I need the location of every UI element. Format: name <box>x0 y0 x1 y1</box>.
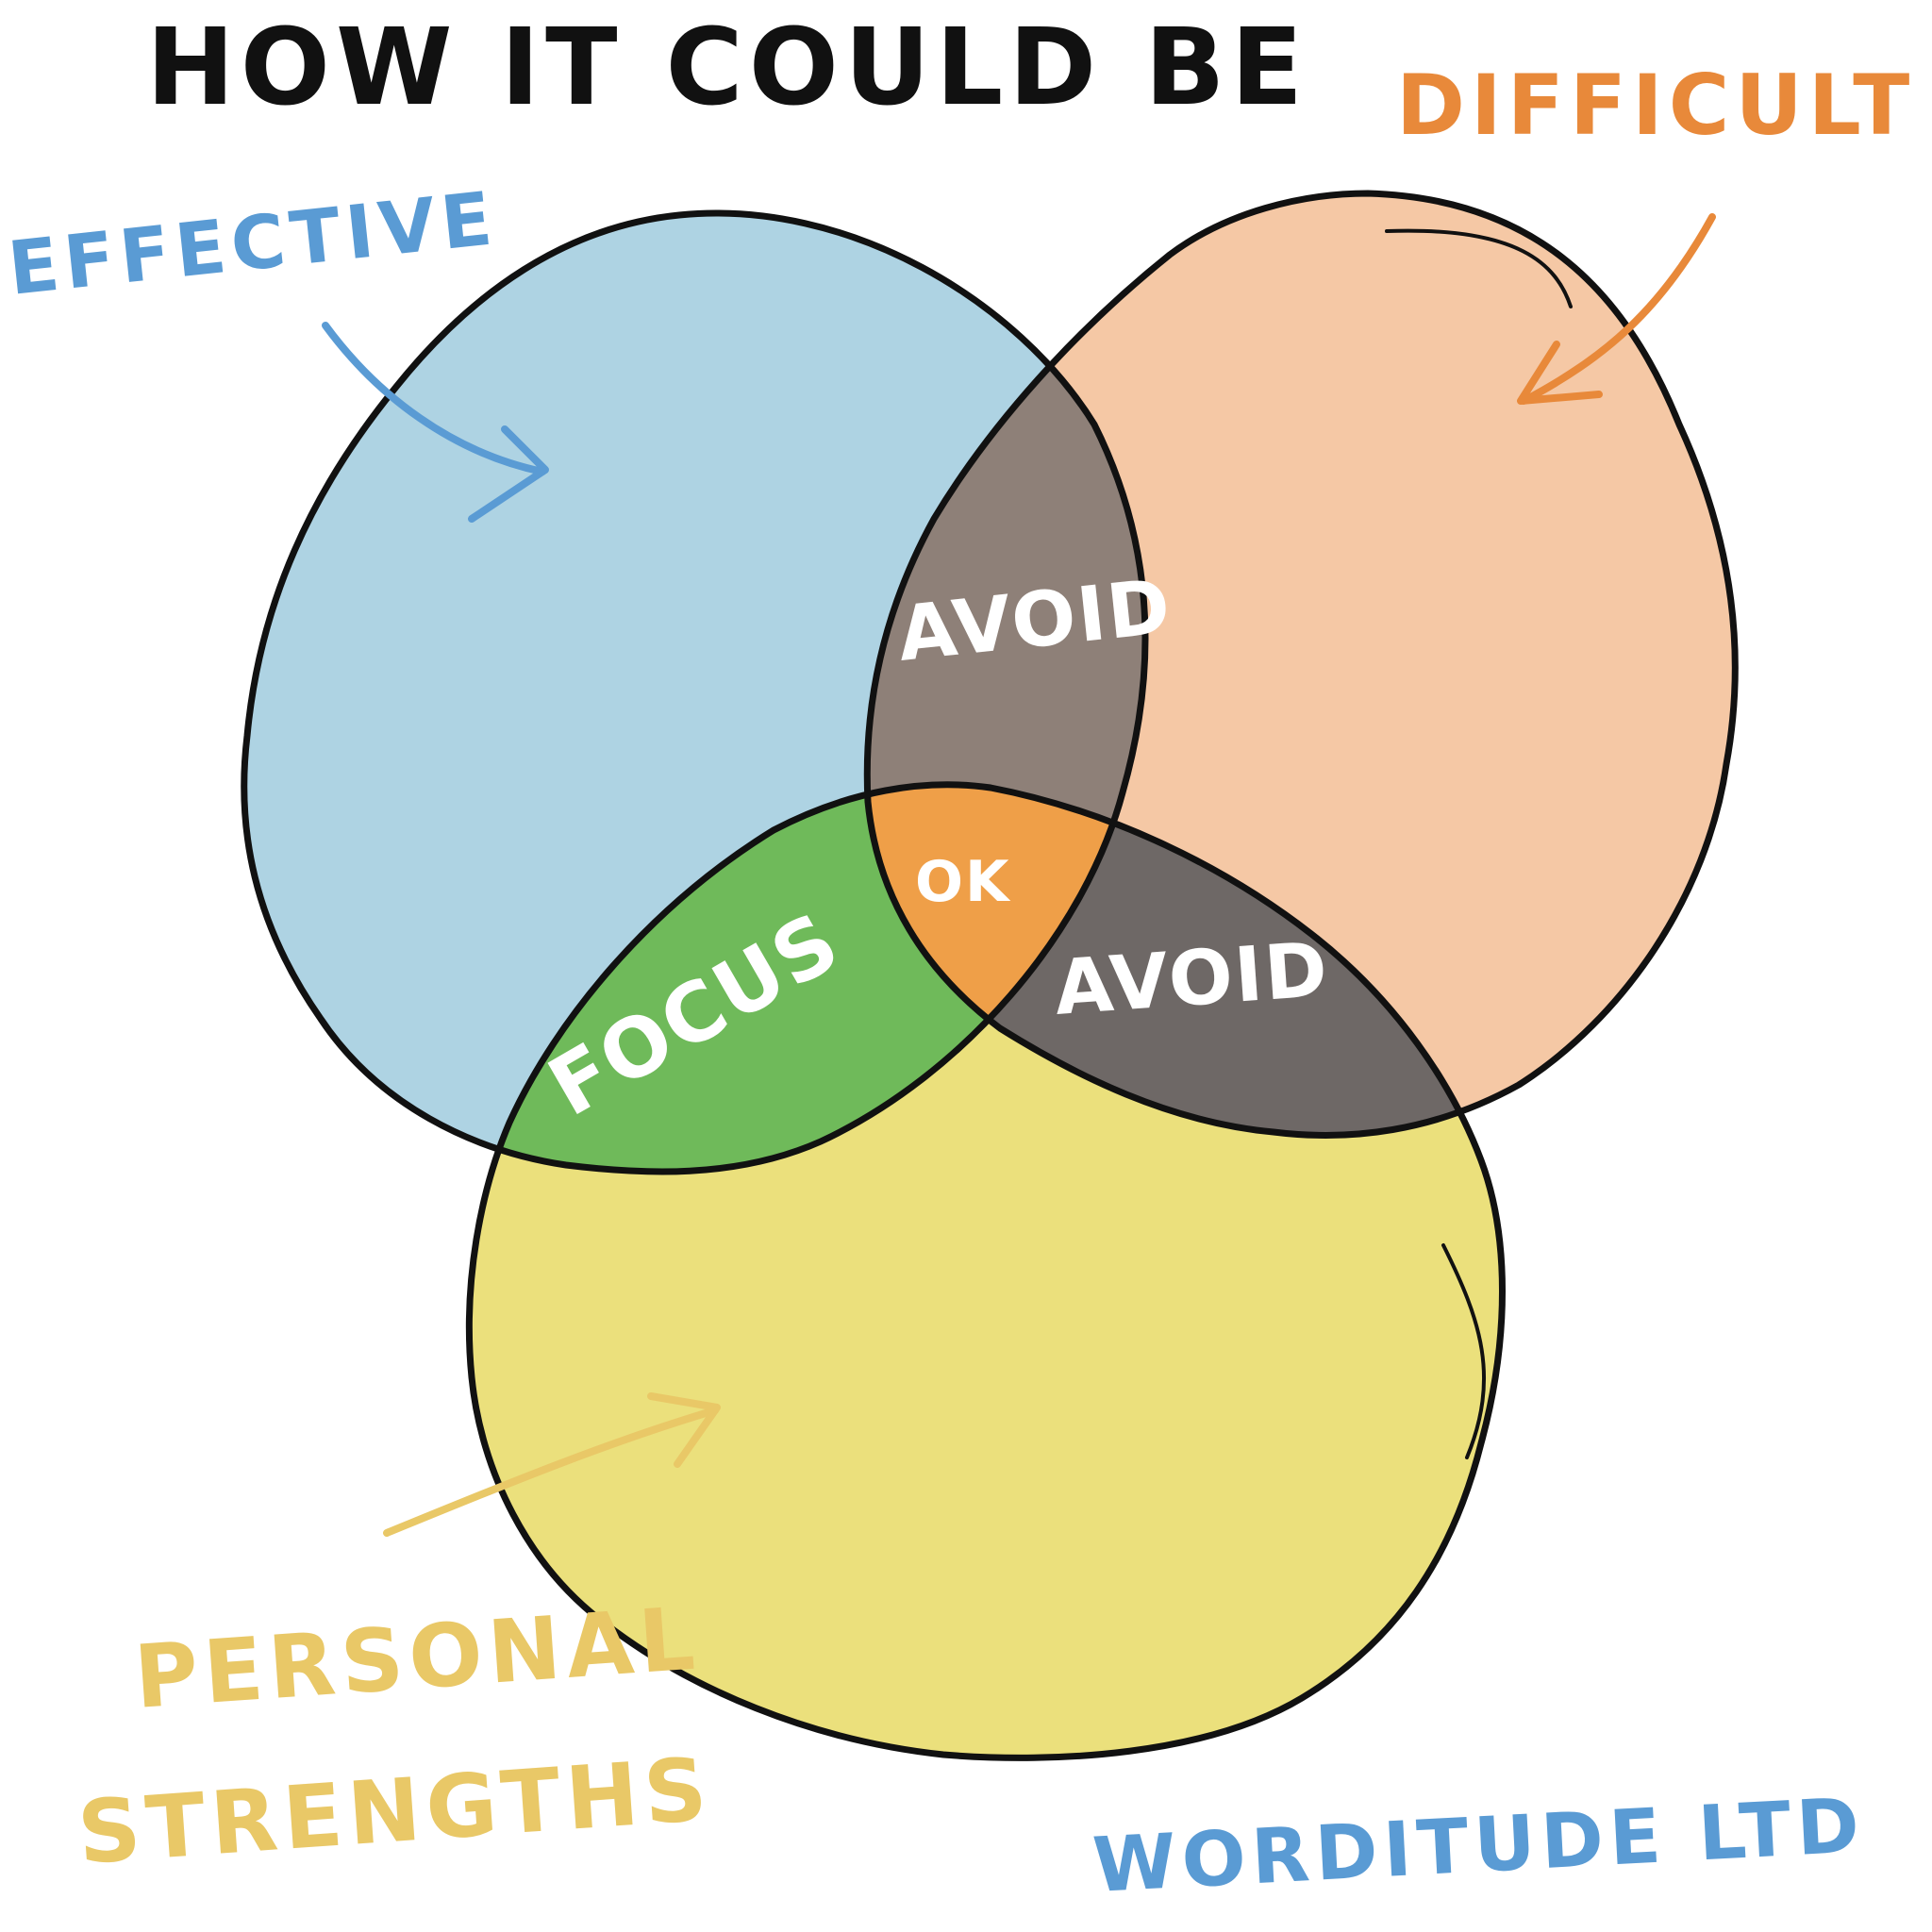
ok-label: OK <box>915 849 1011 915</box>
difficult-arrow <box>1520 213 1716 405</box>
difficult-strengths-region <box>867 784 1503 1136</box>
personal-strengths-label-line2: STRENGTHS <box>75 1739 715 1884</box>
personal-strengths-label-line1: PERSONAL <box>131 1588 703 1728</box>
set-outlines <box>241 190 1739 1761</box>
effective-label: EFFECTIVE <box>5 176 502 312</box>
strengths-arrow-head <box>647 1392 721 1468</box>
avoid-label-bottom: AVOID <box>1052 925 1332 1032</box>
effective-arrow <box>322 322 546 475</box>
difficult-arrow-head <box>1517 341 1603 405</box>
effective-strengths-region <box>469 784 1145 1173</box>
difficult-label: DIFFICULT <box>1396 57 1915 154</box>
strengths-arrow <box>383 1407 719 1537</box>
effective-arrow-head <box>468 425 549 523</box>
credit-text: WORDITUDE LTD <box>1091 1781 1867 1909</box>
page-title: HOW IT COULD BE <box>146 7 1308 129</box>
